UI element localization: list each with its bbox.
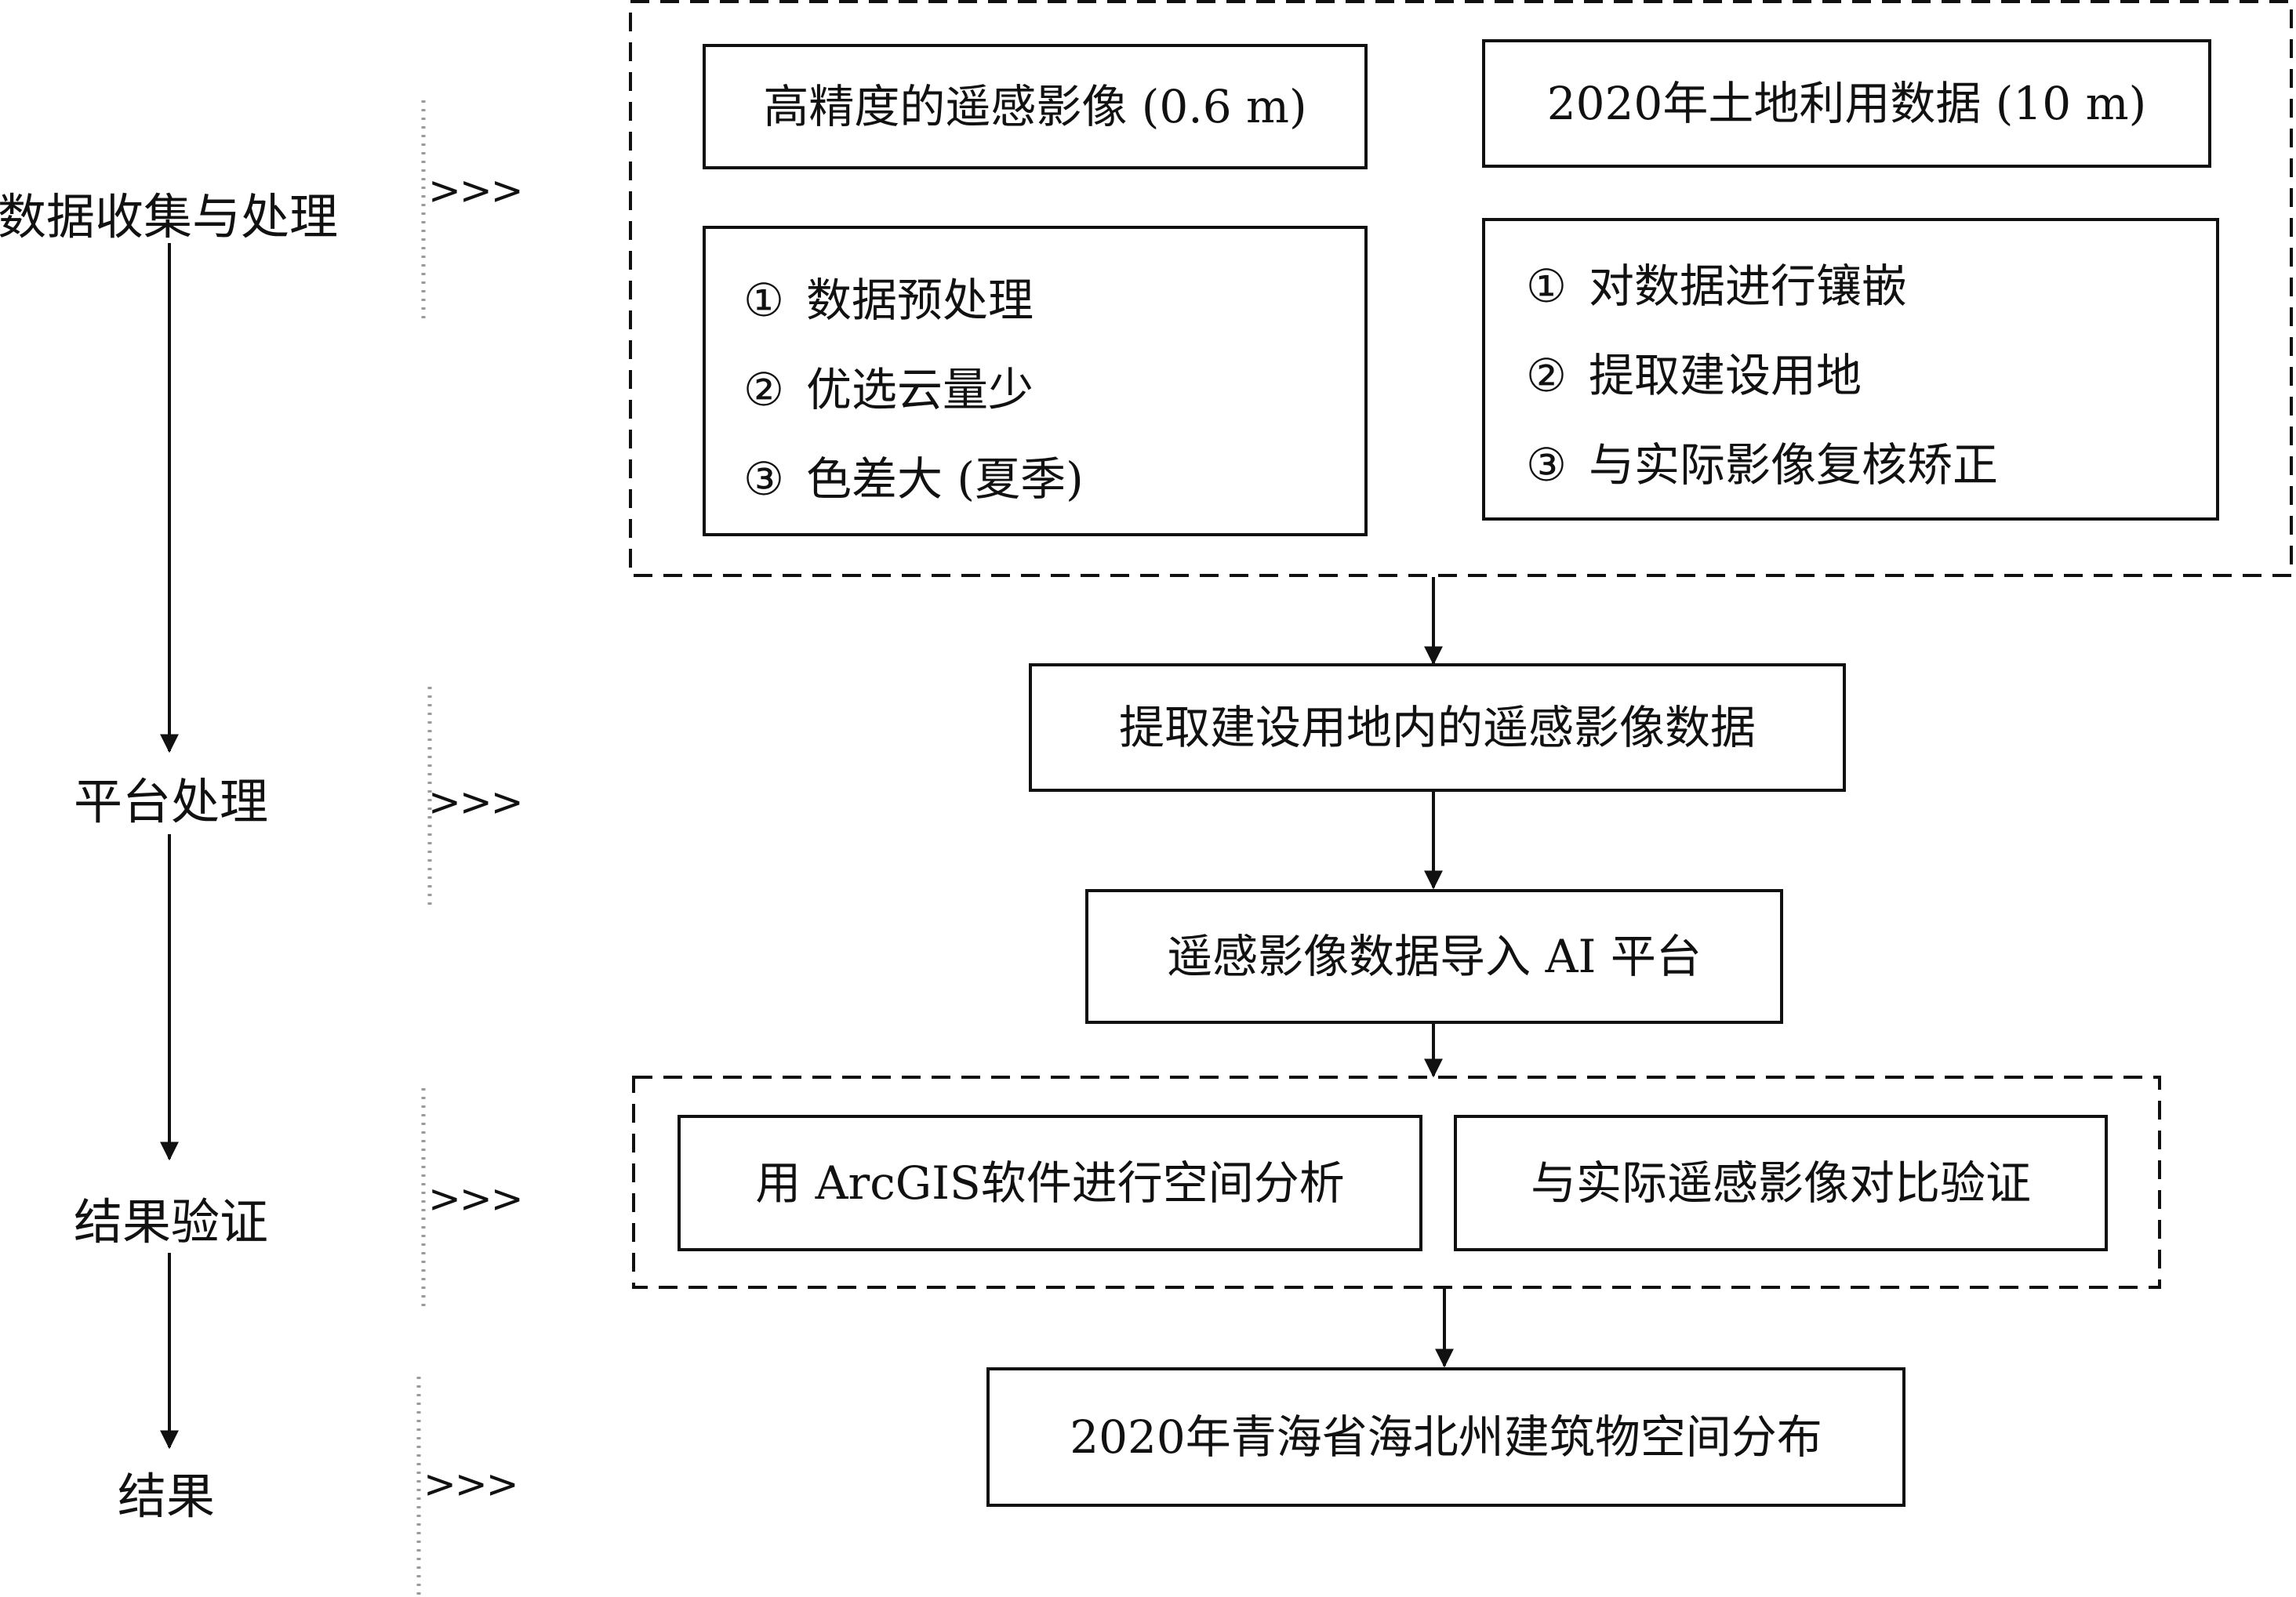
stage-chevron-validation: >>>	[428, 1176, 524, 1221]
landuse-source-box: 2020年土地利用数据 (10 m)	[1482, 39, 2211, 168]
collection-group-frame	[629, 0, 2293, 577]
extract-imagery-box: 提取建设用地内的遥感影像数据	[1029, 663, 1846, 792]
stage-label-platform: 平台处理	[73, 773, 269, 830]
import-ai-box: 遥感影像数据导入 AI 平台	[1085, 889, 1783, 1024]
stage-label-collection: 数据收集与处理	[0, 188, 339, 245]
import-ai-label: 遥感影像数据导入 AI 平台	[1167, 930, 1702, 983]
stage-label-validation: 结果验证	[73, 1193, 269, 1250]
imagery-compare-box: 与实际遥感影像对比验证	[1454, 1115, 2108, 1251]
stage-chevron-collection: >>>	[428, 168, 524, 213]
stage-chevron-platform: >>>	[428, 779, 524, 825]
validation-group-frame	[632, 1076, 2161, 1289]
arcgis-analysis-label: 用 ArcGIS软件进行空间分析	[755, 1156, 1345, 1210]
result-box: 2020年青海省海北州建筑物空间分布	[986, 1367, 1905, 1507]
stage-label-result: 结果	[117, 1468, 216, 1525]
imagery-source-label: 高精度的遥感影像 (0.6 m)	[763, 80, 1307, 133]
landuse-source-label: 2020年土地利用数据 (10 m)	[1546, 77, 2147, 130]
result-label: 2020年青海省海北州建筑物空间分布	[1070, 1410, 1822, 1464]
extract-imagery-label: 提取建设用地内的遥感影像数据	[1118, 701, 1756, 754]
imagery-source-box: 高精度的遥感影像 (0.6 m)	[703, 44, 1368, 169]
arcgis-analysis-box: 用 ArcGIS软件进行空间分析	[678, 1115, 1422, 1251]
stage-chevron-result: >>>	[423, 1461, 519, 1507]
imagery-compare-label: 与实际遥感影像对比验证	[1530, 1156, 2031, 1210]
